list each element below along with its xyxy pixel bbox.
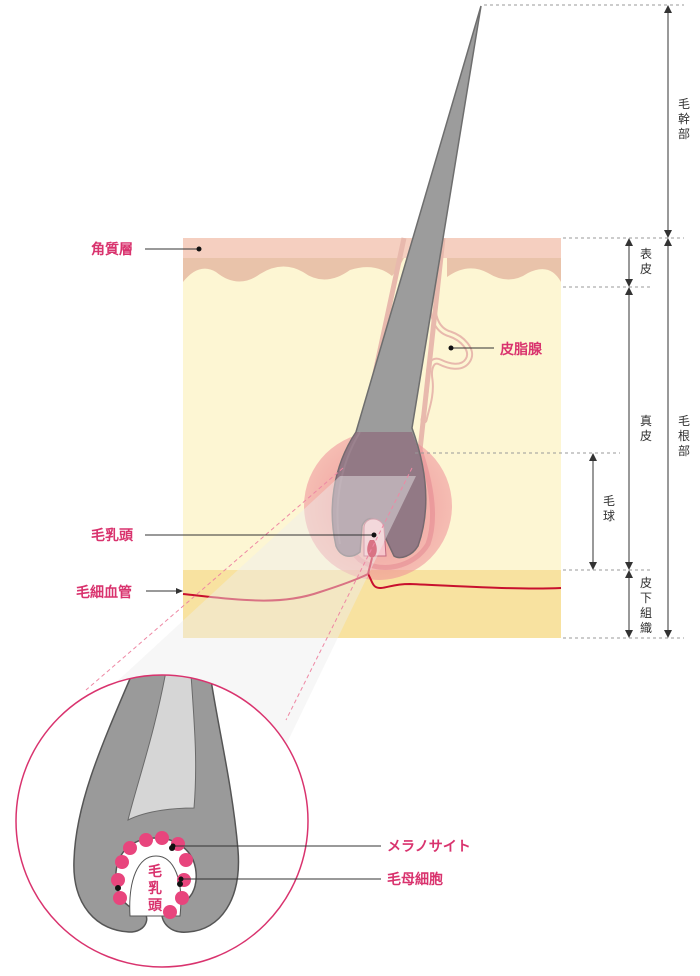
scale-label-dermis: 真皮 bbox=[640, 414, 652, 443]
inner-labels: 皮脂腺 メラノサイト 毛母細胞 bbox=[170, 341, 543, 888]
label-stratum-corneum: 角質層 bbox=[91, 241, 133, 258]
label-sebaceous-gland: 皮脂腺 bbox=[499, 341, 543, 358]
scale-arrows bbox=[589, 5, 672, 638]
scale-label-hair-bulb: 毛球 bbox=[603, 494, 615, 523]
scale-label-hair-root: 毛根部 bbox=[678, 414, 690, 458]
label-dermal-papilla: 毛乳頭 bbox=[91, 527, 134, 544]
scale-guides bbox=[415, 4, 684, 639]
scale-label-subcutaneous: 皮下組織 bbox=[640, 576, 652, 635]
capillary-vessel bbox=[182, 572, 562, 602]
papilla-blood-vessel bbox=[367, 540, 377, 558]
zoom-papilla-label: 毛乳頭 bbox=[148, 863, 163, 914]
left-labels: 角質層 毛乳頭 毛細血管 bbox=[76, 241, 377, 601]
epidermis-top-band bbox=[183, 238, 561, 258]
label-capillary: 毛細血管 bbox=[76, 584, 132, 601]
zoom-circle-border bbox=[15, 674, 309, 968]
zoom-inner-shaft bbox=[127, 675, 197, 821]
scale-labels: 毛幹部 表皮 真皮 毛球 皮下組織 毛根部 bbox=[603, 97, 690, 635]
label-melanocyte: メラノサイト bbox=[387, 839, 471, 855]
epidermis-wave bbox=[183, 258, 561, 282]
label-matrix-cell: 毛母細胞 bbox=[387, 871, 443, 888]
scale-label-epidermis: 表皮 bbox=[640, 247, 652, 276]
scale-label-hair-shaft: 毛幹部 bbox=[678, 97, 690, 141]
zoom-inset: 毛乳頭 bbox=[15, 674, 309, 968]
